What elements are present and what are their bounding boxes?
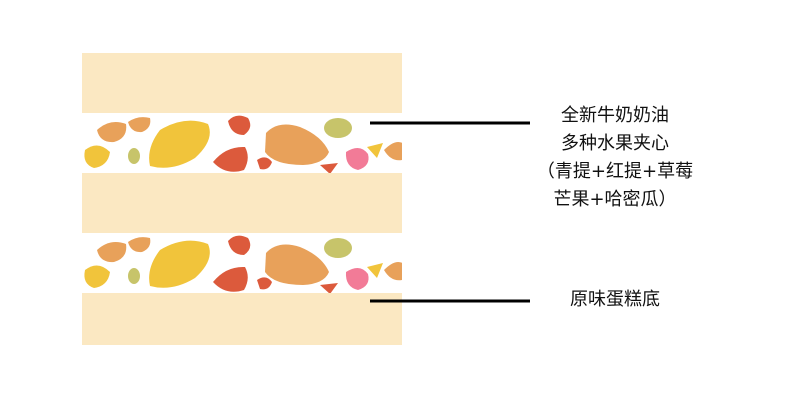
cake-layer-top [82,53,402,113]
filling-label-line-4: 芒果+哈密瓜） [553,189,677,210]
filling-label-line-3: （青提+红提+草莓 [536,161,694,182]
base-label-text: 原味蛋糕底 [570,289,660,310]
filling-label-line-1: 全新牛奶奶油 [561,105,669,126]
cake-layer-middle [82,173,402,233]
base-label: 原味蛋糕底 [545,286,685,314]
filling-label: 全新牛奶奶油 多种水果夹心 （青提+红提+草莓 芒果+哈密瓜） [520,102,710,214]
cake-layer-bottom [82,293,402,345]
filling-label-line-2: 多种水果夹心 [561,133,669,154]
